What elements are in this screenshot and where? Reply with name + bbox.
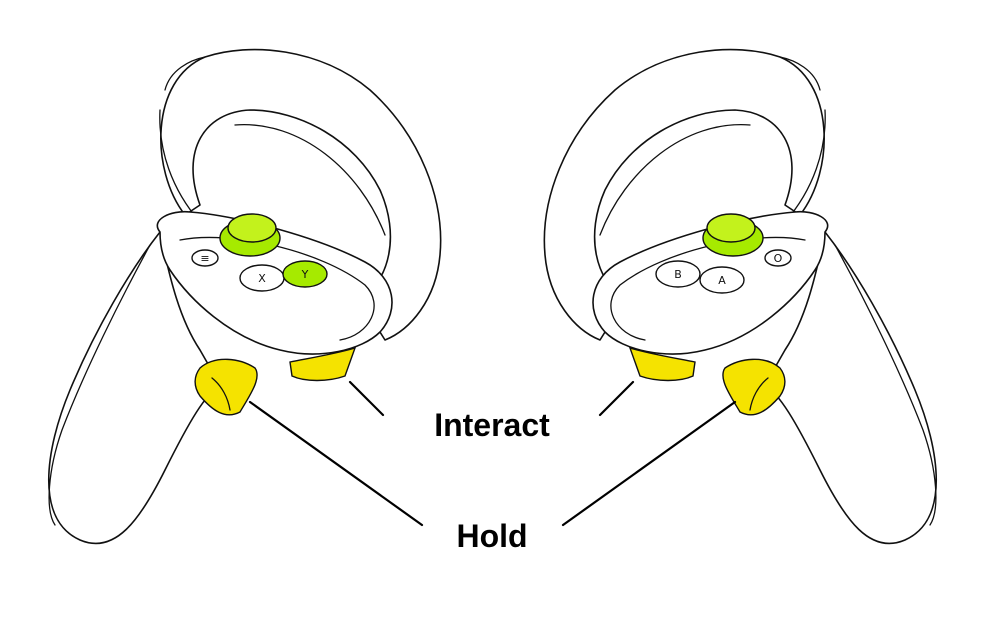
- b-button[interactable]: [655, 260, 701, 288]
- interact-label: Interact: [434, 407, 550, 443]
- oculus-button-label: O: [774, 252, 783, 265]
- right-thumbstick-top[interactable]: [706, 213, 756, 243]
- right-controller: O B A: [543, 48, 938, 545]
- interact-callout-right: [598, 380, 635, 417]
- left-tracking-ring: [160, 48, 442, 341]
- x-button-label: X: [258, 272, 266, 285]
- right-tracking-ring: [543, 48, 825, 341]
- y-button[interactable]: [282, 260, 328, 288]
- left-controller: ≡ X Y: [47, 48, 442, 545]
- menu-button-label: ≡: [200, 252, 209, 265]
- right-handle: [764, 231, 938, 545]
- right-index-trigger[interactable]: [628, 346, 696, 382]
- left-index-trigger[interactable]: [289, 346, 357, 382]
- hold-label: Hold: [456, 518, 527, 554]
- b-button-label: B: [674, 268, 682, 281]
- a-button[interactable]: [699, 266, 745, 294]
- interact-callout-left: [348, 380, 385, 417]
- left-thumbstick-top[interactable]: [227, 213, 277, 243]
- y-button-label: Y: [301, 268, 309, 281]
- menu-button[interactable]: [191, 249, 219, 267]
- right-grip-trigger[interactable]: [722, 358, 786, 416]
- left-grip-trigger[interactable]: [194, 358, 258, 416]
- oculus-button[interactable]: [764, 249, 792, 267]
- left-handle: [47, 231, 221, 545]
- hold-callout-left: [248, 400, 424, 527]
- a-button-label: A: [718, 274, 726, 287]
- hold-callout-right: [561, 400, 737, 527]
